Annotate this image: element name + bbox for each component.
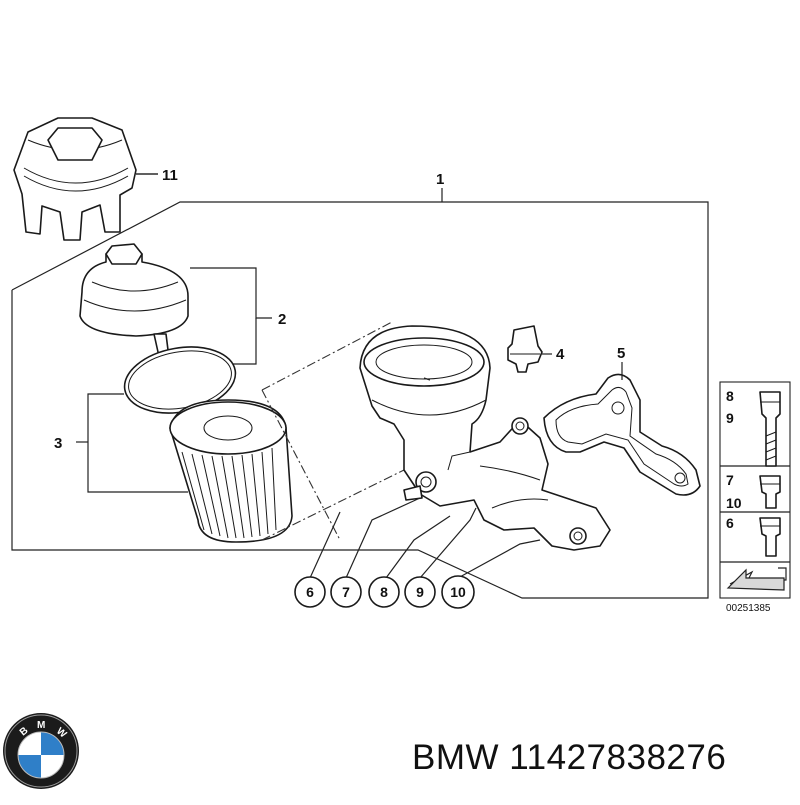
callout-2: 2 [278, 311, 286, 328]
socket-tool-11 [13, 117, 158, 241]
filter-element-3 [76, 393, 293, 543]
callout-1: 1 [436, 171, 444, 188]
oil-pressure-sensor-4 [507, 325, 552, 373]
circled-ref-8: 8 [380, 584, 388, 600]
circled-refs [294, 497, 541, 609]
circled-ref-6: 6 [306, 584, 314, 600]
callout-11: 11 [162, 167, 178, 184]
bmw-logo: B M W [3, 713, 79, 789]
svg-text:M: M [37, 720, 45, 731]
fastener-label-6: 6 [726, 515, 734, 531]
mid-bolt [759, 475, 781, 509]
long-bolt [759, 391, 781, 467]
fastener-label-9: 9 [726, 410, 734, 426]
callout-5: 5 [617, 345, 625, 362]
brand-name: BMW [412, 738, 500, 777]
circled-ref-9: 9 [416, 584, 424, 600]
callout-3: 3 [54, 435, 62, 452]
circled-ref-10: 10 [450, 584, 466, 600]
gasket-5 [543, 362, 701, 496]
short-bolt [759, 517, 781, 557]
part-number: 11427838276 [509, 738, 727, 777]
fastener-label-10: 10 [726, 495, 742, 511]
dashed-leaders [261, 321, 405, 541]
assembly-frame [11, 188, 709, 599]
part-caption: BMW 11427838276 [412, 738, 792, 788]
oil-filter-housing-1 [359, 325, 611, 551]
fastener-label-8: 8 [726, 388, 734, 404]
fastener-label-7: 7 [726, 472, 734, 488]
callout-4: 4 [556, 346, 565, 363]
arrow-icon [726, 567, 787, 591]
image-reference: 00251385 [726, 603, 771, 614]
circled-ref-7: 7 [342, 584, 350, 600]
